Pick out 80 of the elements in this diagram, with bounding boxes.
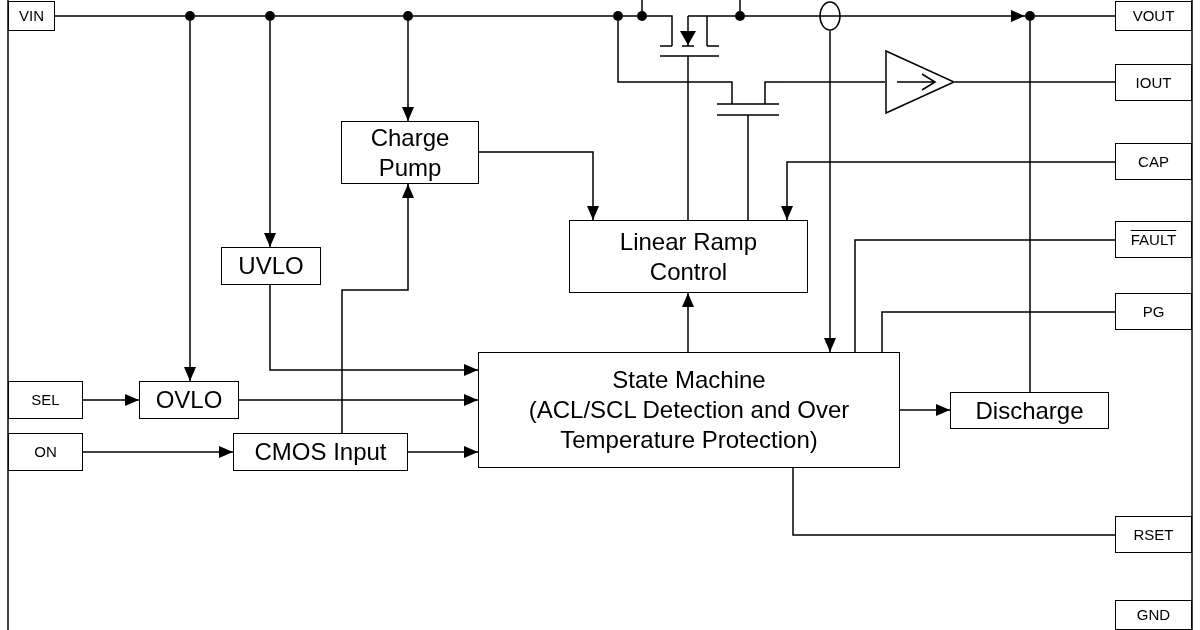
arrow: [238, 394, 479, 406]
pin-box: [8, 1, 55, 31]
current-sense-ring: [819, 1, 841, 31]
block-title: OVLO: [155, 385, 223, 415]
block-detail: (ACL/SCL Detection and Over Temperature Protection): [527, 395, 851, 455]
amplifier-symbol: [885, 50, 955, 114]
pin-label: VIN: [19, 7, 44, 25]
connector-line: [687, 61, 689, 221]
arrow: [478, 151, 599, 221]
junction-dot: [637, 11, 647, 21]
arrow: [402, 20, 414, 122]
connector-line: [646, 15, 661, 17]
pin-label: FAULT: [1130, 230, 1177, 249]
connector-line: [194, 15, 266, 17]
arrow: [82, 446, 234, 458]
mosfet-symbol: [714, 78, 782, 118]
connector-line: [744, 15, 820, 17]
pin-label: RSET: [1133, 525, 1174, 544]
junction-dot: [265, 11, 275, 21]
block-title: UVLO: [238, 251, 304, 281]
block-title: Charge Pump: [369, 122, 451, 183]
function-block: [139, 381, 239, 419]
arrow: [184, 20, 196, 382]
block-title: CMOS Input: [254, 437, 387, 467]
function-block: [341, 121, 479, 184]
pin-box: [8, 433, 83, 471]
function-block: [569, 220, 808, 293]
pin-box: [1115, 516, 1192, 553]
arrow: [264, 20, 276, 248]
connector-line: [274, 15, 404, 17]
arrow: [824, 30, 836, 353]
connector-line: [54, 15, 186, 17]
junction-dot: [185, 11, 195, 21]
pin-box: [1115, 64, 1192, 101]
function-block: [950, 392, 1109, 429]
junction-dot: [403, 11, 413, 21]
pin-box: [1115, 1, 1192, 31]
connector-line: [954, 81, 1116, 83]
connector-line: [792, 467, 1116, 536]
connector-line: [739, 0, 741, 12]
pin-box: [1115, 293, 1192, 330]
connector-line: [412, 15, 614, 17]
pin-label: IOUT: [1135, 73, 1172, 92]
junction-dot: [735, 11, 745, 21]
arrow: [682, 292, 694, 353]
junction-dot: [613, 11, 623, 21]
connector-line: [723, 15, 736, 17]
connector-line: [622, 15, 638, 17]
arrow: [840, 10, 1026, 22]
pin-box: [1115, 221, 1192, 258]
block-title: Linear Ramp Control: [618, 226, 759, 287]
function-block: [221, 247, 321, 285]
block-title: Discharge: [975, 395, 1084, 426]
pin-box: [1115, 143, 1192, 180]
pin-label: GND: [1136, 606, 1171, 624]
function-block: [233, 433, 408, 471]
block-title: State Machine: [612, 365, 766, 395]
arrow: [82, 394, 140, 406]
connector-line: [854, 239, 1116, 353]
connector-line: [881, 311, 1116, 353]
connector-line: [617, 20, 715, 83]
arrow: [781, 161, 1116, 221]
pin-label: CAP: [1138, 152, 1169, 171]
pin-label: PG: [1142, 302, 1165, 321]
function-block: [478, 352, 900, 468]
arrow: [269, 284, 479, 376]
arrow: [899, 404, 951, 416]
pin-box: [1115, 600, 1192, 630]
pin-label: ON: [34, 443, 57, 461]
connector-line: [747, 117, 749, 221]
pin-box: [8, 381, 83, 419]
arrow: [341, 183, 414, 434]
connector-line: [781, 81, 886, 83]
connector-line: [641, 0, 643, 12]
pin-label: SEL: [31, 391, 60, 409]
arrow: [407, 446, 479, 458]
pin-label: VOUT: [1132, 7, 1175, 25]
connector-line: [1029, 20, 1031, 393]
junction-dot: [1025, 11, 1035, 21]
connector-line: [1034, 15, 1116, 17]
